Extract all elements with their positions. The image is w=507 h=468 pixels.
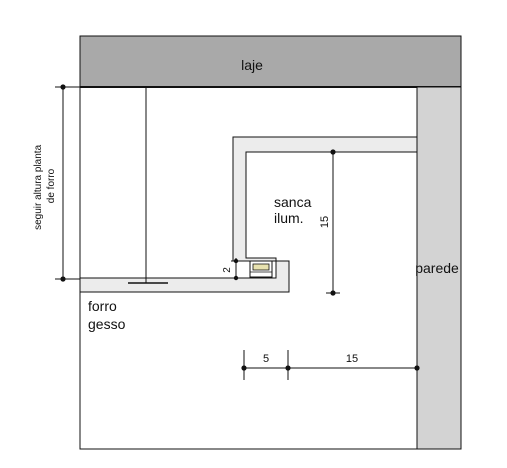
ceiling-label: forro gesso	[88, 298, 126, 332]
cove-label: sanca ilum.	[274, 194, 315, 226]
height-note-line-2: de forro	[46, 168, 57, 203]
cove-label-line-1: sanca	[274, 194, 312, 210]
ceiling-label-line-2: gesso	[88, 316, 126, 332]
cove-label-line-2: ilum.	[274, 210, 304, 226]
wall	[416, 86, 462, 450]
slab	[79, 35, 462, 88]
offset-large-label: 15	[346, 353, 358, 365]
height-note-line-1: seguir altura planta	[33, 144, 44, 229]
gypsum-cove-profile	[232, 136, 418, 262]
drawing-frame	[79, 35, 462, 450]
ceiling-label-line-1: forro	[88, 298, 117, 314]
wall-label: parede	[415, 260, 459, 276]
offset-small-label: 5	[263, 353, 269, 365]
cove-depth-label: 15	[319, 216, 331, 228]
gypsum-ceiling-board	[79, 260, 290, 293]
height-dimension	[55, 84, 80, 282]
cove-depth-dimension	[326, 149, 340, 296]
horizontal-offset-dimension	[241, 350, 420, 380]
lip-height-label: 2	[222, 267, 233, 273]
lip-height-dimension	[231, 258, 241, 281]
led-profile-icon	[249, 260, 273, 278]
slab-label: laje	[241, 57, 263, 73]
height-note: seguir altura planta de forro	[33, 142, 57, 230]
